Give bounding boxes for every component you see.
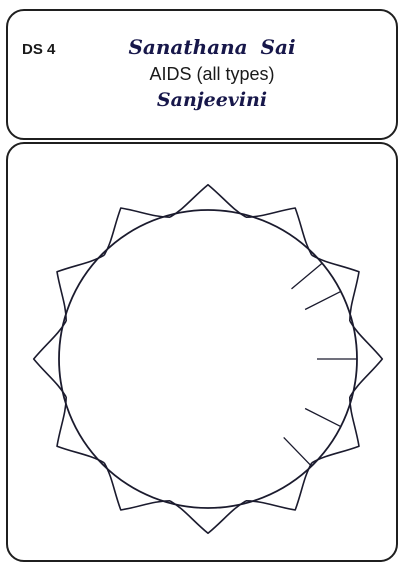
radial-tick (305, 291, 341, 309)
lotus-petal (57, 255, 104, 321)
lotus-petal (246, 463, 312, 510)
lotus-petal (104, 208, 170, 255)
radial-ticks (284, 263, 357, 466)
lotus-petal (246, 208, 312, 255)
lotus-petal (104, 463, 170, 510)
lotus-petal (57, 397, 104, 463)
radial-tick (305, 409, 341, 427)
radial-tick (292, 263, 323, 289)
lotus-petal (312, 397, 359, 463)
radial-tick (284, 437, 312, 466)
